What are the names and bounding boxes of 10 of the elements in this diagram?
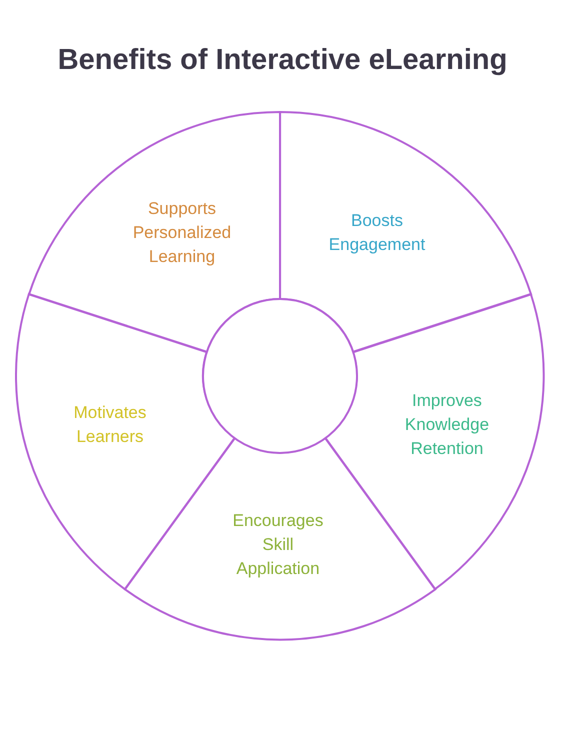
sector-label: Boosts Engagement: [328, 210, 426, 256]
center-circle: [202, 298, 358, 454]
sector-label: Motivates Learners: [72, 402, 148, 448]
diagram-title: Benefits of Interactive eLearning: [56, 43, 508, 78]
sector-label: Improves Knowledge Retention: [404, 390, 490, 460]
pie-sector: [15, 293, 236, 591]
sector-label: Supports Personalized Learning: [132, 198, 232, 268]
pie-sector: [279, 111, 532, 354]
sector-label: Encourages Skill Application: [232, 510, 324, 580]
pie-sector: [28, 111, 281, 354]
